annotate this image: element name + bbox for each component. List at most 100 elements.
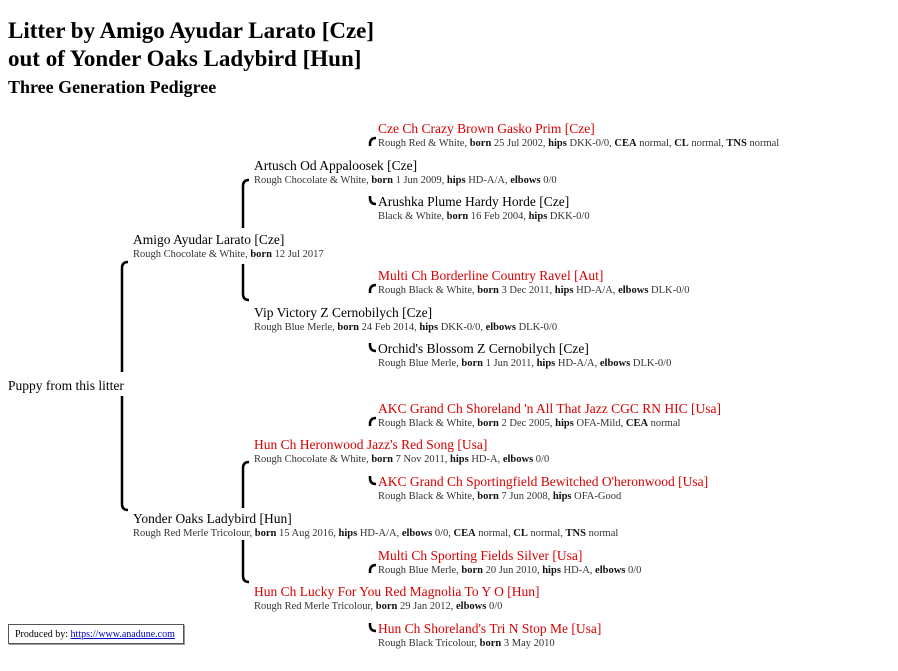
dog-name: Cze Ch Crazy Brown Gasko Prim [Cze] bbox=[378, 121, 779, 137]
dog-name: Multi Ch Borderline Country Ravel [Aut] bbox=[378, 268, 690, 284]
dog-name: Artusch Od Appaloosek [Cze] bbox=[254, 158, 557, 174]
detail-value: Rough Blue Merle, bbox=[254, 322, 338, 333]
connector-brace bbox=[368, 476, 377, 486]
detail-value: Rough Red & White, bbox=[378, 138, 470, 149]
dog-entry-shorelands-tri: Hun Ch Shoreland's Tri N Stop Me [Usa]Ro… bbox=[378, 621, 601, 650]
dog-entry-cze-ch-crazy-brown: Cze Ch Crazy Brown Gasko Prim [Cze]Rough… bbox=[378, 121, 779, 150]
detail-key: CEA bbox=[625, 418, 649, 429]
litter-dam-line: out of Yonder Oaks Ladybird [Hun] bbox=[8, 46, 362, 71]
detail-value: normal, bbox=[691, 138, 727, 149]
dog-name: Yonder Oaks Ladybird [Hun] bbox=[133, 511, 618, 527]
detail-key: born bbox=[254, 528, 277, 539]
dog-registered-name: Shoreland 'n All That Jazz CGC RN HIC [U… bbox=[466, 401, 722, 416]
dog-entry-lucky-for-you: Hun Ch Lucky For You Red Magnolia To Y O… bbox=[254, 584, 539, 613]
detail-value: 7 Jun 2008, bbox=[501, 491, 553, 502]
detail-key: born bbox=[461, 565, 483, 576]
connector-brace bbox=[241, 178, 250, 228]
dog-details: Rough Black & White, born 2 Dec 2005, hi… bbox=[378, 417, 721, 430]
detail-value: DKK-0/0 bbox=[549, 211, 590, 222]
dog-entry-borderline: Multi Ch Borderline Country Ravel [Aut]R… bbox=[378, 268, 690, 297]
detail-key: born bbox=[375, 601, 398, 612]
dog-title: AKC Grand Ch bbox=[378, 474, 463, 489]
detail-value: normal, bbox=[530, 528, 566, 539]
dog-title: AKC Grand Ch bbox=[378, 401, 463, 416]
detail-value: Rough Black & White, bbox=[378, 285, 478, 296]
detail-key: hips bbox=[450, 454, 469, 465]
detail-value: 0/0 bbox=[488, 601, 503, 612]
detail-value: 3 May 2010 bbox=[503, 638, 555, 649]
dog-details: Rough Blue Merle, born 1 Jun 2011, hips … bbox=[378, 357, 671, 370]
dog-title: Hun Ch bbox=[378, 621, 421, 636]
detail-value: 16 Feb 2004, bbox=[470, 211, 529, 222]
detail-key: hips bbox=[548, 138, 567, 149]
detail-value: HD-A/A, bbox=[557, 358, 600, 369]
dog-registered-name: Arushka Plume Hardy Horde [Cze] bbox=[378, 194, 570, 209]
detail-value: Rough Blue Merle, bbox=[378, 358, 462, 369]
detail-value: OFA-Mild, bbox=[576, 418, 626, 429]
detail-value: 1 Jun 2011, bbox=[485, 358, 537, 369]
detail-value: 1 Jun 2009, bbox=[395, 175, 447, 186]
dog-name: Hun Ch Lucky For You Red Magnolia To Y O… bbox=[254, 584, 539, 600]
dog-entry-heronwood: Hun Ch Heronwood Jazz's Red Song [Usa] Ro… bbox=[254, 437, 549, 466]
dog-registered-name: Heronwood Jazz's Red Song [Usa] bbox=[299, 437, 488, 452]
dog-entry-orchids-blossom: Orchid's Blossom Z Cernobilych [Cze]Roug… bbox=[378, 341, 671, 370]
detail-key: TNS bbox=[726, 138, 747, 149]
detail-value: Rough Black Tricolour, bbox=[378, 638, 480, 649]
detail-value: 7 Nov 2011, bbox=[395, 454, 451, 465]
detail-key: hips bbox=[552, 491, 572, 502]
dog-entry-vip-victory: Vip Victory Z Cernobilych [Cze]Rough Blu… bbox=[254, 305, 557, 334]
detail-value: 29 Jan 2012, bbox=[400, 601, 457, 612]
connector-brace bbox=[368, 136, 377, 146]
connector-brace bbox=[241, 540, 250, 584]
detail-key: hips bbox=[528, 211, 548, 222]
dog-details: Rough Blue Merle, born 24 Feb 2014, hips… bbox=[254, 321, 557, 334]
detail-key: born bbox=[337, 322, 359, 333]
dog-details: Rough Chocolate & White, born 1 Jun 2009… bbox=[254, 174, 557, 187]
dog-details: Rough Black & White, born 3 Dec 2011, hi… bbox=[378, 284, 690, 297]
dog-details: Rough Black Tricolour, born 3 May 2010 bbox=[378, 637, 601, 650]
connector-brace bbox=[368, 623, 377, 633]
detail-key: hips bbox=[542, 565, 561, 576]
detail-value: Rough Chocolate & White, bbox=[254, 454, 372, 465]
detail-value: 0/0, bbox=[434, 528, 454, 539]
detail-value: DLK-0/0 bbox=[518, 322, 558, 333]
detail-key: born bbox=[250, 249, 272, 260]
dog-entry-yonder-oaks-dam: Yonder Oaks Ladybird [Hun]Rough Red Merl… bbox=[133, 511, 618, 540]
detail-key: hips bbox=[536, 358, 556, 369]
connector-brace bbox=[120, 260, 129, 372]
detail-value: 0/0 bbox=[628, 565, 642, 576]
detail-value: OFA-Good bbox=[574, 491, 622, 502]
detail-value: HD-A, bbox=[563, 565, 596, 576]
detail-value: Rough Chocolate & White, bbox=[133, 249, 251, 260]
dog-registered-name: Sporting Fields Silver [Usa] bbox=[430, 548, 583, 563]
detail-key: CEA bbox=[453, 528, 476, 539]
detail-value: normal bbox=[650, 418, 681, 429]
detail-key: CL bbox=[674, 138, 689, 149]
detail-value: HD-A, bbox=[471, 454, 503, 465]
connector-brace bbox=[241, 264, 250, 302]
detail-key: born bbox=[469, 138, 492, 149]
detail-key: born bbox=[371, 454, 393, 465]
detail-value: 2 Dec 2005, bbox=[501, 418, 556, 429]
detail-key: hips bbox=[446, 175, 466, 186]
dog-name: Amigo Ayudar Larato [Cze] bbox=[133, 232, 324, 248]
detail-value: 0/0 bbox=[535, 454, 550, 465]
producer-link[interactable]: https://www.anadune.com bbox=[70, 629, 175, 640]
dog-registered-name: Borderline Country Ravel [Aut] bbox=[430, 268, 604, 283]
dog-registered-name: Yonder Oaks Ladybird [Hun] bbox=[133, 511, 292, 526]
detail-value: HD-A/A, bbox=[359, 528, 402, 539]
dog-details: Rough Black & White, born 7 Jun 2008, hi… bbox=[378, 490, 708, 503]
detail-value: DLK-0/0 bbox=[651, 285, 690, 296]
producer-credit: Produced by: https://www.anadune.com bbox=[8, 624, 184, 644]
connector-brace bbox=[120, 396, 129, 512]
detail-value: normal, bbox=[639, 138, 675, 149]
detail-value: normal bbox=[749, 138, 780, 149]
producer-label: Produced by: bbox=[15, 629, 71, 640]
detail-value: 0/0 bbox=[543, 175, 557, 186]
dog-title: Hun Ch bbox=[254, 437, 297, 452]
connector-brace bbox=[368, 283, 377, 293]
dog-entry-sporting-fields-silver: Multi Ch Sporting Fields Silver [Usa]Rou… bbox=[378, 548, 641, 577]
detail-value: 24 Feb 2014, bbox=[361, 322, 420, 333]
dog-name: Hun Ch Shoreland's Tri N Stop Me [Usa] bbox=[378, 621, 601, 637]
